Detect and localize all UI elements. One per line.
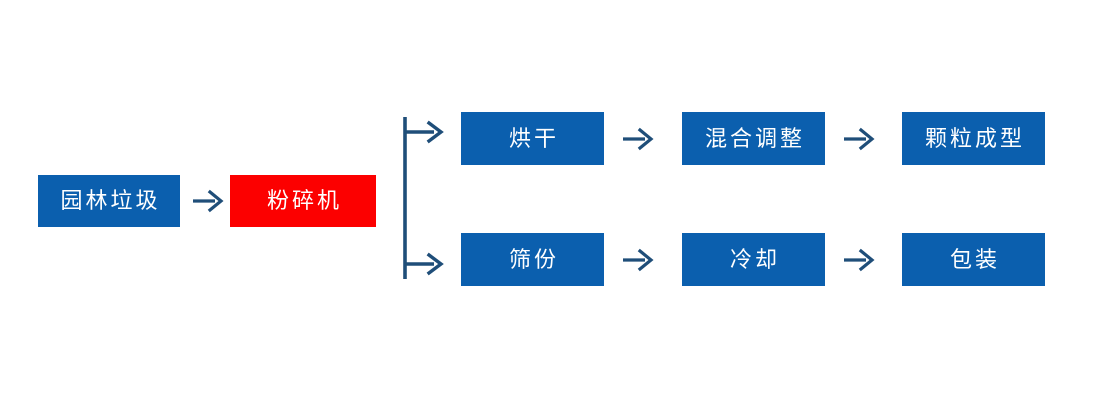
node-cooling[interactable]: 冷却 (682, 233, 825, 286)
node-label: 冷却 (729, 246, 780, 272)
splitter-crusher-branch-splitter (402, 115, 450, 281)
node-drying[interactable]: 烘干 (461, 112, 604, 165)
arrow-mixing-to-granulating (843, 124, 875, 154)
node-screening[interactable]: 筛份 (461, 233, 604, 286)
node-label: 包装 (949, 246, 1000, 272)
node-label: 颗粒成型 (924, 125, 1025, 151)
node-crusher[interactable]: 粉碎机 (230, 175, 376, 227)
node-label: 粉碎机 (266, 188, 342, 213)
arrow-screening-to-cooling (622, 245, 654, 275)
arrow-drying-to-mixing (622, 124, 654, 154)
node-label: 混合调整 (704, 125, 805, 151)
node-packaging[interactable]: 包装 (902, 233, 1045, 286)
arrow-waste-to-crusher (192, 186, 224, 216)
node-label: 烘干 (508, 125, 559, 151)
node-label: 园林垃圾 (60, 188, 161, 213)
node-mixing[interactable]: 混合调整 (682, 112, 825, 165)
arrow-cooling-to-packaging (843, 245, 875, 275)
node-garden-waste[interactable]: 园林垃圾 (38, 175, 180, 227)
node-granulating[interactable]: 颗粒成型 (902, 112, 1045, 165)
node-label: 筛份 (508, 246, 559, 272)
